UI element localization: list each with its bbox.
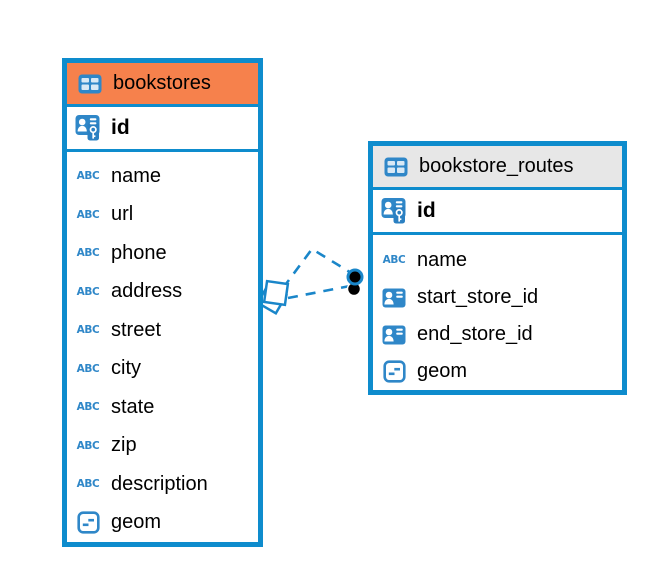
column-name: geom — [417, 360, 468, 382]
text-type-icon: ABC — [76, 401, 100, 413]
column-row-phone[interactable]: ABC phone — [67, 234, 258, 273]
table-icon-slot — [76, 74, 104, 94]
primary-key-icon-slot — [380, 197, 408, 225]
text-type-icon-slot: ABC — [74, 285, 102, 298]
column-name: address — [111, 280, 183, 303]
text-type-icon: ABC — [76, 324, 100, 336]
table-header[interactable]: bookstore_routes — [373, 146, 622, 190]
relation-target-dot-marker[interactable] — [346, 268, 364, 297]
column-name: start_store_id — [417, 286, 539, 308]
foreign-key-icon-slot — [380, 325, 408, 345]
column-name: state — [111, 395, 155, 418]
column-list: ABC name start_store_id end_store_id geom — [373, 235, 622, 390]
foreign-key-icon-slot — [380, 288, 408, 308]
text-type-icon-slot: ABC — [380, 255, 408, 266]
column-name: zip — [111, 434, 137, 457]
table-title: bookstore_routes — [419, 155, 574, 177]
column-name: id — [111, 116, 130, 139]
column-name: geom — [111, 511, 162, 534]
text-type-icon-slot: ABC — [74, 402, 102, 413]
column-row-end_store_id[interactable]: end_store_id — [373, 316, 622, 353]
column-row-id[interactable]: id — [67, 107, 258, 152]
column-name: end_store_id — [417, 323, 533, 345]
column-name: name — [111, 164, 162, 187]
column-row-zip[interactable]: ABC zip — [67, 427, 258, 466]
column-row-description[interactable]: ABC description — [67, 465, 258, 504]
column-name: url — [111, 203, 134, 226]
table-title: bookstores — [113, 72, 211, 94]
column-row-city[interactable]: ABC city — [67, 350, 258, 389]
relationship-line[interactable] — [281, 247, 354, 289]
primary-key-icon — [381, 198, 406, 224]
geometry-type-icon — [382, 360, 406, 383]
column-row-name[interactable]: ABC name — [67, 157, 258, 196]
entity-bookstore-routes[interactable]: bookstore_routes id ABC name start_store_… — [368, 141, 627, 395]
text-type-icon-slot: ABC — [74, 439, 102, 452]
column-row-street[interactable]: ABC street — [67, 311, 258, 350]
column-row-id[interactable]: id — [373, 190, 622, 235]
text-type-icon-slot: ABC — [74, 208, 102, 221]
foreign-key-icon — [382, 325, 406, 344]
column-row-url[interactable]: ABC url — [67, 196, 258, 235]
text-type-icon: ABC — [76, 439, 100, 452]
relation-endpoint-dot[interactable] — [346, 281, 362, 297]
foreign-key-icon — [382, 288, 406, 307]
text-type-icon-slot: ABC — [74, 325, 102, 336]
table-icon — [384, 157, 408, 176]
table-icon — [78, 74, 102, 93]
relationship-line[interactable] — [287, 284, 351, 300]
column-row-address[interactable]: ABC address — [67, 273, 258, 312]
column-row-geom[interactable]: geom — [373, 353, 622, 390]
column-name: name — [417, 249, 468, 271]
column-name: street — [111, 318, 162, 341]
text-type-icon-slot: ABC — [74, 171, 102, 182]
column-name: id — [417, 199, 436, 222]
text-type-icon: ABC — [76, 362, 100, 375]
text-type-icon: ABC — [76, 478, 100, 490]
text-type-icon: ABC — [76, 247, 100, 259]
text-type-icon-slot: ABC — [74, 479, 102, 490]
column-name: description — [111, 472, 208, 495]
column-row-start_store_id[interactable]: start_store_id — [373, 279, 622, 316]
column-row-geom[interactable]: geom — [67, 504, 258, 543]
geometry-type-icon-slot — [74, 511, 102, 534]
column-name: phone — [111, 241, 167, 264]
text-type-icon: ABC — [76, 170, 100, 182]
text-type-icon-slot: ABC — [74, 248, 102, 259]
text-type-icon: ABC — [382, 254, 406, 267]
text-type-icon-slot: ABC — [74, 362, 102, 375]
primary-key-icon — [75, 115, 100, 141]
geometry-type-icon — [76, 511, 100, 534]
column-row-state[interactable]: ABC state — [67, 388, 258, 427]
primary-key-icon-slot — [74, 114, 102, 142]
column-name: city — [111, 357, 141, 380]
table-header[interactable]: bookstores — [67, 63, 258, 107]
text-type-icon: ABC — [76, 208, 100, 221]
text-type-icon: ABC — [76, 285, 100, 298]
geometry-type-icon-slot — [380, 360, 408, 383]
column-row-name[interactable]: ABC name — [373, 242, 622, 279]
table-icon-slot — [382, 157, 410, 177]
